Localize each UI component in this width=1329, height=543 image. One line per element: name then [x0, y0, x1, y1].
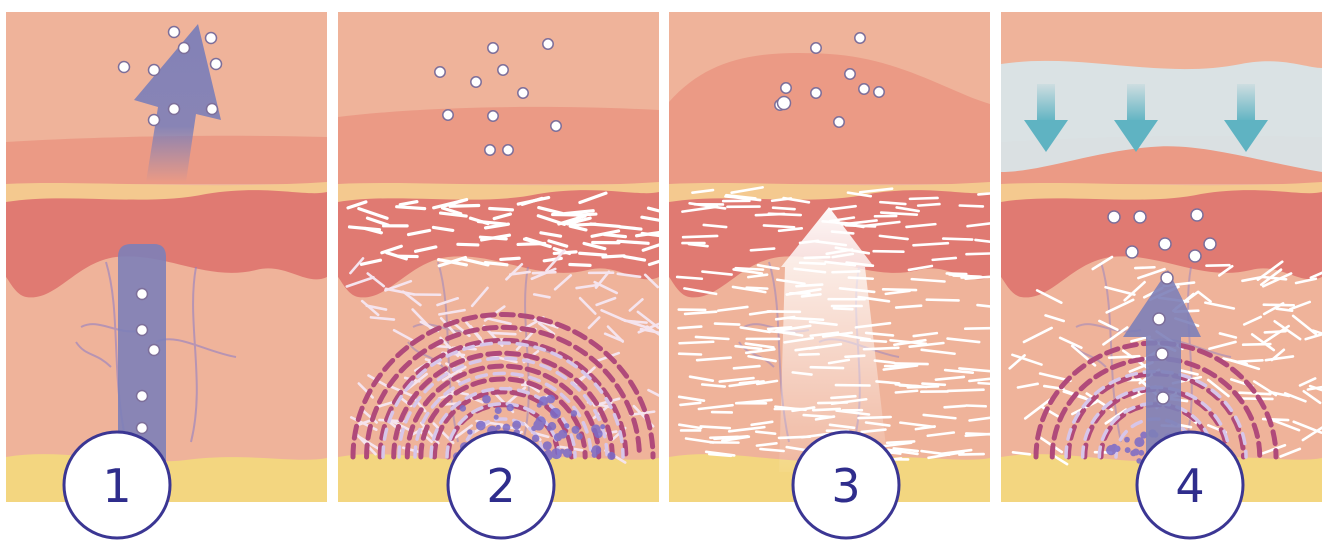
water-molecule: [811, 88, 821, 98]
water-molecule: [1134, 211, 1146, 223]
water-molecule: [855, 33, 865, 43]
epidermis-layer: [338, 107, 659, 184]
step-number: 2: [486, 459, 515, 513]
water-molecule: [137, 289, 148, 300]
water-molecule: [1191, 209, 1203, 221]
panel-4: [1001, 12, 1329, 502]
step-number: 3: [831, 459, 860, 513]
water-molecule: [1159, 238, 1171, 250]
water-molecule: [211, 59, 222, 70]
water-molecule: [149, 345, 160, 356]
water-molecule: [1126, 246, 1138, 258]
panel-2: [338, 12, 675, 502]
water-molecule: [1108, 211, 1120, 223]
water-molecule: [518, 88, 528, 98]
water-molecule: [137, 325, 148, 336]
water-molecule: [1153, 313, 1165, 325]
water-molecule: [1156, 348, 1168, 360]
water-molecule: [503, 145, 513, 155]
step-badge-2: 2: [448, 432, 554, 538]
water-molecule: [781, 83, 791, 93]
water-molecule: [169, 104, 180, 115]
water-molecule: [488, 111, 498, 121]
step-number: 4: [1175, 459, 1204, 513]
water-molecule: [488, 43, 498, 53]
water-molecule: [149, 115, 160, 126]
water-molecule: [859, 84, 869, 94]
step-badge-3: 3: [793, 432, 899, 538]
film-arrow-shaft: [1237, 84, 1255, 122]
water-molecule: [1157, 392, 1169, 404]
water-molecule: [551, 121, 561, 131]
water-molecule: [811, 43, 821, 53]
panel-3: [669, 12, 1009, 502]
water-molecule: [845, 69, 855, 79]
water-molecule: [874, 87, 884, 97]
panel-1: [6, 12, 327, 502]
water-molecule: [1161, 272, 1173, 284]
water-molecule: [137, 423, 148, 434]
step-badge-4: 4: [1137, 432, 1243, 538]
water-molecule: [206, 33, 217, 44]
water-molecule: [1204, 238, 1216, 250]
water-molecule: [543, 39, 553, 49]
step-badge-1: 1: [64, 432, 170, 538]
water-molecule: [485, 145, 495, 155]
water-molecule: [179, 43, 190, 54]
water-molecule: [443, 110, 453, 120]
film-arrow-shaft: [1127, 84, 1145, 122]
water-molecule: [169, 27, 180, 38]
water-molecule: [207, 104, 218, 115]
water-molecule: [834, 117, 844, 127]
water-molecule: [471, 77, 481, 87]
water-molecule: [498, 65, 508, 75]
water-molecule: [435, 67, 445, 77]
water-molecule: [137, 391, 148, 402]
step-number: 1: [102, 459, 131, 513]
water-molecule: [149, 65, 160, 76]
film-arrow-shaft: [1037, 84, 1055, 122]
water-molecule: [778, 97, 791, 110]
water-molecule: [119, 62, 130, 73]
water-molecule: [1189, 250, 1201, 262]
